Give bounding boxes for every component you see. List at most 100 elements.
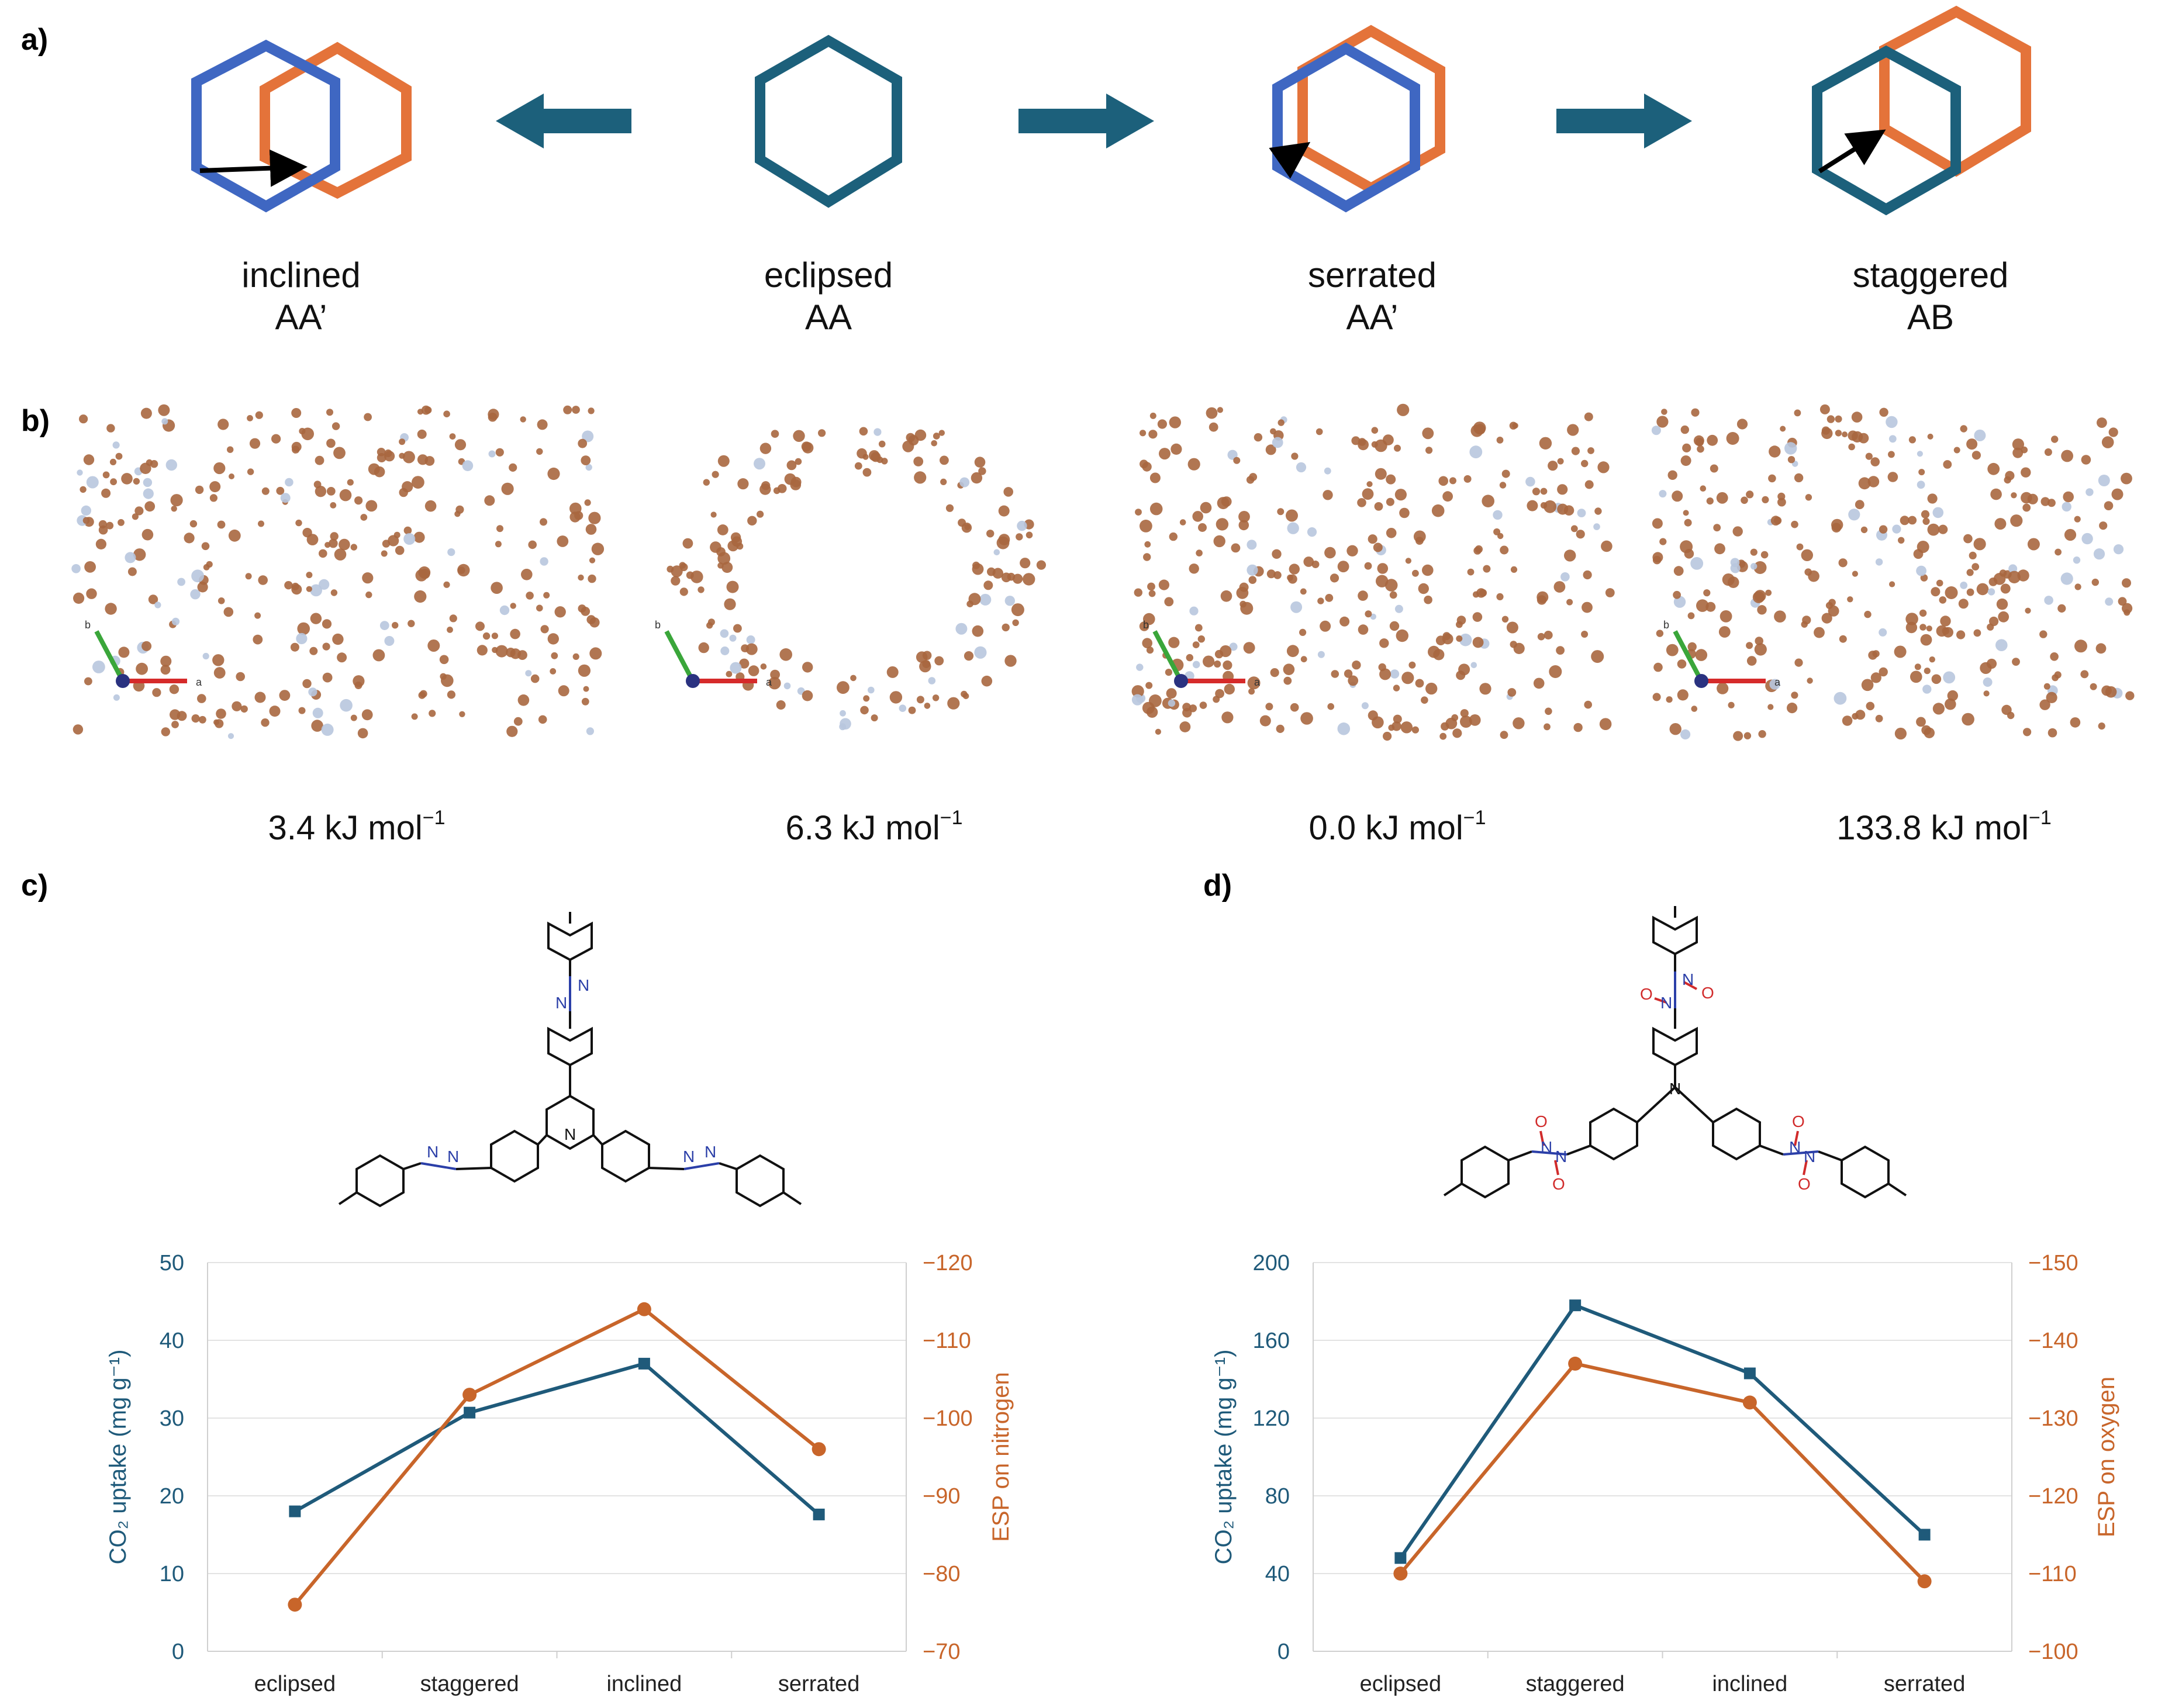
data-point-square: [1569, 1299, 1582, 1312]
svg-text:N: N: [683, 1147, 695, 1166]
x-tick-label: inclined: [1712, 1672, 1787, 1696]
right-axis-title: ESP on oxygen: [2094, 1377, 2119, 1537]
svg-text:N: N: [1541, 1138, 1552, 1156]
right-tick-label: −70: [923, 1640, 960, 1664]
svg-text:b: b: [1143, 619, 1149, 631]
data-point-square: [813, 1508, 825, 1520]
data-point-square: [464, 1406, 476, 1419]
axis-triad-4: ab: [1663, 619, 1781, 688]
left-tick-label: 20: [160, 1484, 184, 1509]
serrated-hexagons: [1269, 25, 1445, 213]
x-tick-label: staggered: [420, 1672, 519, 1696]
data-point-circle: [462, 1388, 477, 1402]
left-tick-label: 40: [160, 1329, 184, 1353]
data-point-square: [638, 1357, 650, 1370]
left-arrow: [496, 94, 631, 148]
right-tick-label: −120: [2028, 1484, 2078, 1509]
axis-triad-1: ab: [85, 619, 202, 688]
staggered-hexagons: [1812, 5, 2031, 216]
right-tick-label: −120: [923, 1251, 973, 1275]
data-point-square: [1918, 1529, 1931, 1541]
right-tick-label: −110: [923, 1329, 971, 1353]
energy-inclined: 3.4 kJ mol−1: [268, 807, 446, 847]
x-tick-label: serrated: [778, 1672, 859, 1696]
panel-label-b: b): [21, 404, 50, 438]
svg-text:O: O: [1792, 1112, 1805, 1130]
svg-text:O: O: [1701, 984, 1714, 1002]
chart-d: 0−10040−11080−120120−130160−140200−150ec…: [1211, 1251, 2119, 1696]
left-tick-label: 120: [1253, 1406, 1290, 1431]
right-arrow-2: [1556, 94, 1692, 148]
right-tick-label: −90: [923, 1484, 960, 1509]
left-tick-label: 40: [1265, 1562, 1290, 1586]
left-tick-label: 160: [1253, 1329, 1290, 1353]
inclined-shift-arrow: [199, 149, 308, 187]
left-tick-label: 10: [160, 1562, 184, 1586]
energy-staggered: 133.8 kJ mol−1: [1836, 807, 2052, 847]
svg-text:N: N: [705, 1143, 716, 1161]
axis-triad-3: ab: [1143, 619, 1261, 688]
energy-eclipsed: 6.3 kJ mol−1: [785, 807, 963, 847]
right-arrow-1: [1018, 94, 1154, 148]
svg-text:N: N: [578, 976, 589, 994]
serrated-shift-arrow: [1269, 141, 1311, 179]
staggered-shift-arrow: [1818, 129, 1886, 174]
svg-text:N: N: [1555, 1147, 1567, 1166]
data-point-square: [1394, 1552, 1407, 1564]
framework-render-4: [1651, 404, 2135, 741]
left-tick-label: 0: [172, 1640, 184, 1664]
right-tick-label: −110: [2028, 1562, 2077, 1586]
right-tick-label: −100: [923, 1406, 973, 1431]
svg-text:N: N: [1804, 1147, 1815, 1166]
data-point-circle: [637, 1302, 651, 1316]
svg-text:N: N: [1789, 1138, 1801, 1156]
svg-text:N: N: [1669, 1080, 1681, 1098]
svg-text:O: O: [1552, 1175, 1565, 1193]
svg-text:N: N: [1682, 970, 1694, 988]
panel-label-c: c): [21, 869, 49, 903]
svg-text:O: O: [1640, 985, 1653, 1003]
right-tick-label: −80: [923, 1562, 960, 1586]
series-line-1: [294, 1361, 820, 1516]
energy-serrated: 0.0 kJ mol−1: [1308, 807, 1486, 847]
x-tick-label: serrated: [1884, 1672, 1965, 1696]
axis-triad-2: ab: [655, 619, 772, 688]
svg-text:b: b: [85, 619, 91, 631]
left-tick-label: 30: [160, 1406, 184, 1431]
x-tick-label: eclipsed: [1360, 1672, 1441, 1696]
left-tick-label: 0: [1277, 1640, 1290, 1664]
left-tick-label: 50: [160, 1251, 184, 1275]
series-line-2: [1399, 1361, 1926, 1583]
inclined-hexagons: [191, 39, 412, 213]
series-line-1: [1399, 1303, 1926, 1560]
right-tick-label: −140: [2028, 1329, 2078, 1353]
x-tick-label: eclipsed: [254, 1672, 336, 1696]
svg-text:a: a: [766, 676, 772, 688]
svg-text:b: b: [655, 619, 661, 631]
svg-text:N: N: [447, 1147, 459, 1166]
svg-text:O: O: [1798, 1175, 1811, 1193]
framework-render-3: [1131, 403, 1615, 741]
framework-render-2: [667, 427, 1046, 731]
left-axis-title: CO₂ uptake (mg g⁻¹): [105, 1350, 131, 1565]
right-tick-label: −100: [2028, 1640, 2078, 1664]
data-point-circle: [1917, 1574, 1932, 1589]
panel-label-d: d): [1203, 869, 1232, 903]
data-point-circle: [288, 1598, 302, 1612]
svg-text:a: a: [1774, 676, 1781, 688]
eclipsed-hexagon: [755, 34, 902, 208]
svg-text:N: N: [564, 1125, 576, 1143]
data-point-square: [289, 1505, 301, 1517]
panel-label-a: a): [21, 23, 49, 57]
right-tick-label: −130: [2028, 1406, 2078, 1431]
svg-text:N: N: [427, 1143, 438, 1161]
x-tick-label: staggered: [1526, 1672, 1625, 1696]
svg-text:a: a: [196, 676, 202, 688]
svg-text:O: O: [1535, 1112, 1548, 1130]
molecule-d: N N O O N N N O O N N O O: [1443, 906, 1907, 1199]
